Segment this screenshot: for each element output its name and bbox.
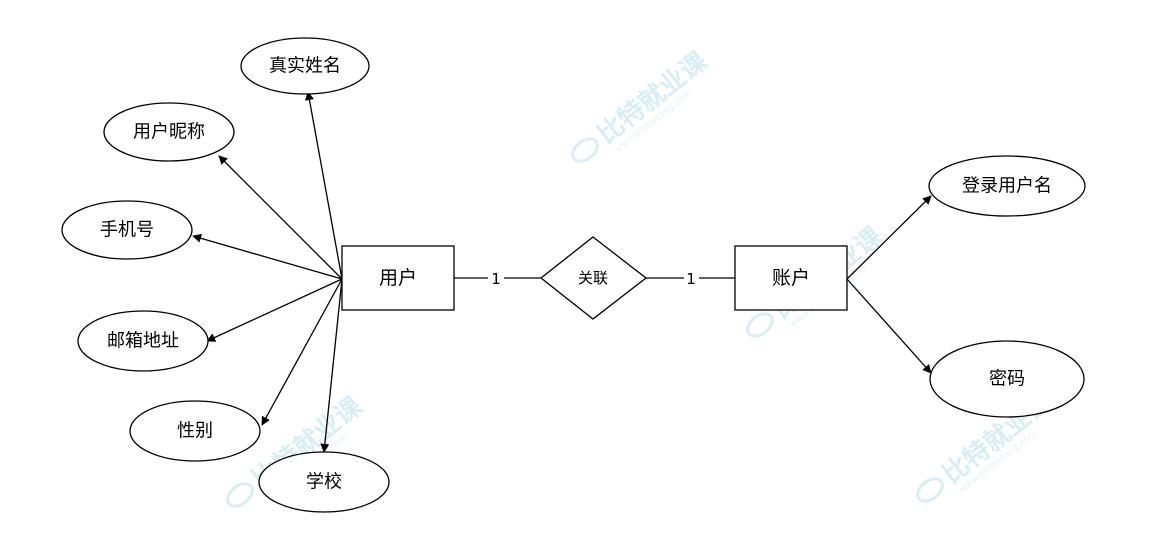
attr-gender[interactable]: 性别 — [129, 400, 261, 462]
watermark-1: 比特就业课 www.biteketang.com — [571, 45, 714, 163]
edge-user-email — [206, 278, 343, 342]
cardinality-left: 1 — [491, 270, 501, 288]
attr-password[interactable]: 密码 — [929, 340, 1085, 418]
edge-account-password — [846, 278, 932, 374]
cardinality-right: 1 — [686, 270, 696, 288]
edge-user-gender — [261, 278, 343, 426]
edge-user-real-name — [305, 91, 343, 280]
attr-real-name[interactable]: 真实姓名 — [240, 37, 370, 95]
user-attribute-edges — [192, 91, 343, 453]
attr-school-label: 学校 — [306, 472, 342, 493]
edge-user-nickname — [218, 155, 343, 280]
relationship-label: 关联 — [578, 269, 608, 287]
entity-account[interactable]: 账户 — [734, 245, 848, 311]
entity-user-label: 用户 — [379, 267, 417, 289]
attr-phone-label: 手机号 — [100, 220, 154, 241]
attr-nickname-label: 用户昵称 — [133, 122, 205, 143]
attr-nickname[interactable]: 用户昵称 — [103, 102, 235, 162]
watermark-text-1: 比特就业课 — [592, 45, 714, 150]
entity-user[interactable]: 用户 — [341, 245, 455, 311]
edge-account-login-name — [846, 195, 932, 280]
attr-school[interactable]: 学校 — [258, 451, 390, 513]
attr-password-label: 密码 — [989, 369, 1025, 390]
relationship-diamond[interactable]: 关联 — [539, 236, 648, 320]
entity-account-label: 账户 — [772, 267, 810, 289]
attr-gender-label: 性别 — [177, 421, 213, 442]
edge-user-school — [320, 278, 343, 453]
edge-user-phone — [192, 233, 343, 280]
attr-login-name-label: 登录用户名 — [962, 176, 1052, 197]
attr-login-name[interactable]: 登录用户名 — [928, 155, 1086, 217]
attr-email[interactable]: 邮箱地址 — [77, 310, 209, 372]
attr-real-name-label: 真实姓名 — [269, 56, 341, 77]
attr-phone[interactable]: 手机号 — [61, 200, 193, 260]
account-attribute-edges — [846, 195, 932, 374]
attr-email-label: 邮箱地址 — [107, 331, 179, 352]
